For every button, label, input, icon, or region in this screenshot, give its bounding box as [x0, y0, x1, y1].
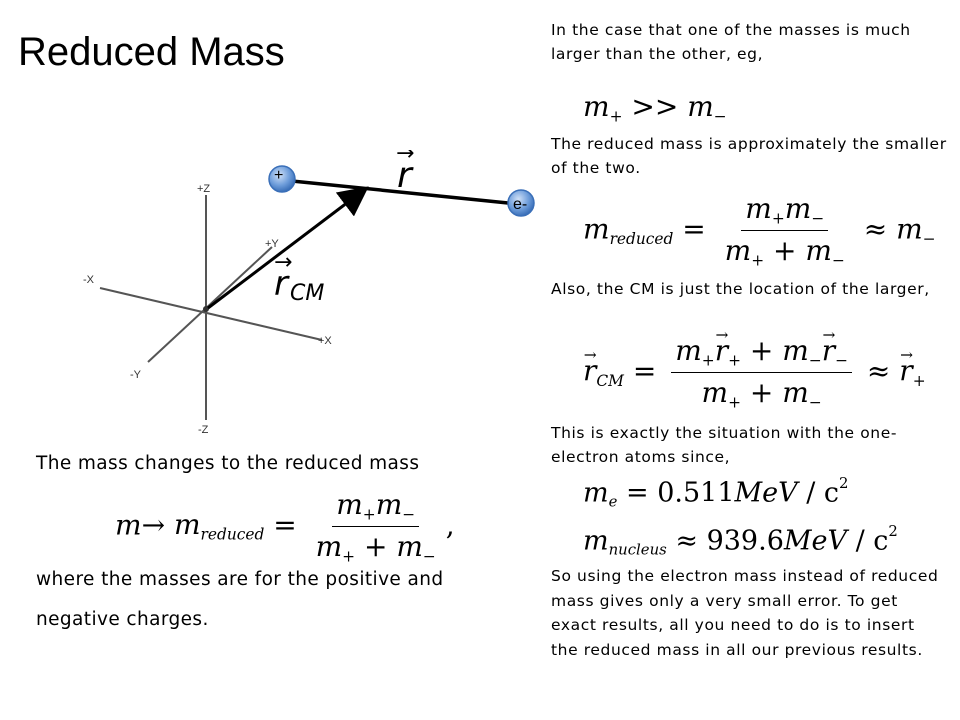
y-axis — [147, 246, 273, 363]
positive-charge — [268, 165, 296, 193]
situation-text: This is exactly the situation with the o… — [551, 424, 898, 466]
case-text: In the case that one of the masses is mu… — [551, 21, 911, 63]
axis-label-pz: +Z — [197, 183, 210, 195]
conclusion-text: So using the electron mass instead of re… — [551, 567, 939, 659]
coordinate-diagram: +Z -Z +X -X +Y -Y + e- r → r → CM — [83, 150, 535, 436]
rcm-arrow-icon: → — [274, 250, 292, 275]
electron-label: e- — [513, 196, 527, 213]
approx-text: The reduced mass is approximately the sm… — [551, 135, 947, 177]
origin-dot — [203, 306, 209, 312]
axis-label-px: +X — [318, 335, 332, 347]
rcm-vector — [207, 186, 369, 310]
page-title: Reduced Mass — [18, 30, 285, 74]
cm-text: Also, the CM is just the location of the… — [551, 280, 930, 298]
nucleus-mass-equation: mnucleus ≈ 939.6MeV / c2 — [583, 522, 898, 559]
intro-text: The mass changes to the reduced mass — [36, 453, 420, 474]
r-vector — [281, 178, 509, 205]
approx-equation: mreduced = m+m−m+ + m− ≈ m− — [583, 192, 936, 270]
reduced-mass-equation: m→ mreduced = m+m−m+ + m−, — [115, 488, 455, 566]
rcm-label: r — [274, 264, 290, 304]
axis-label-py: +Y — [265, 238, 279, 250]
axis-label-nz: -Z — [198, 424, 209, 436]
much-greater-equation: m+ >> m− — [583, 90, 727, 126]
electron-charge — [507, 189, 535, 217]
explanation-text: where the masses are for the positive an… — [36, 569, 444, 630]
axis-label-nx: -X — [83, 274, 95, 286]
electron-mass-equation: me = 0.511MeV / c2 — [583, 474, 849, 511]
cm-equation: rCM = m+r+ + m−r−m+ + m− ≈ r+ — [583, 326, 926, 412]
axis-label-ny: -Y — [130, 369, 142, 381]
rcm-subscript: CM — [290, 281, 324, 306]
r-arrow-icon: → — [396, 150, 414, 166]
positive-charge-label: + — [274, 167, 283, 184]
x-axis — [99, 287, 323, 341]
r-label: r — [397, 155, 414, 196]
